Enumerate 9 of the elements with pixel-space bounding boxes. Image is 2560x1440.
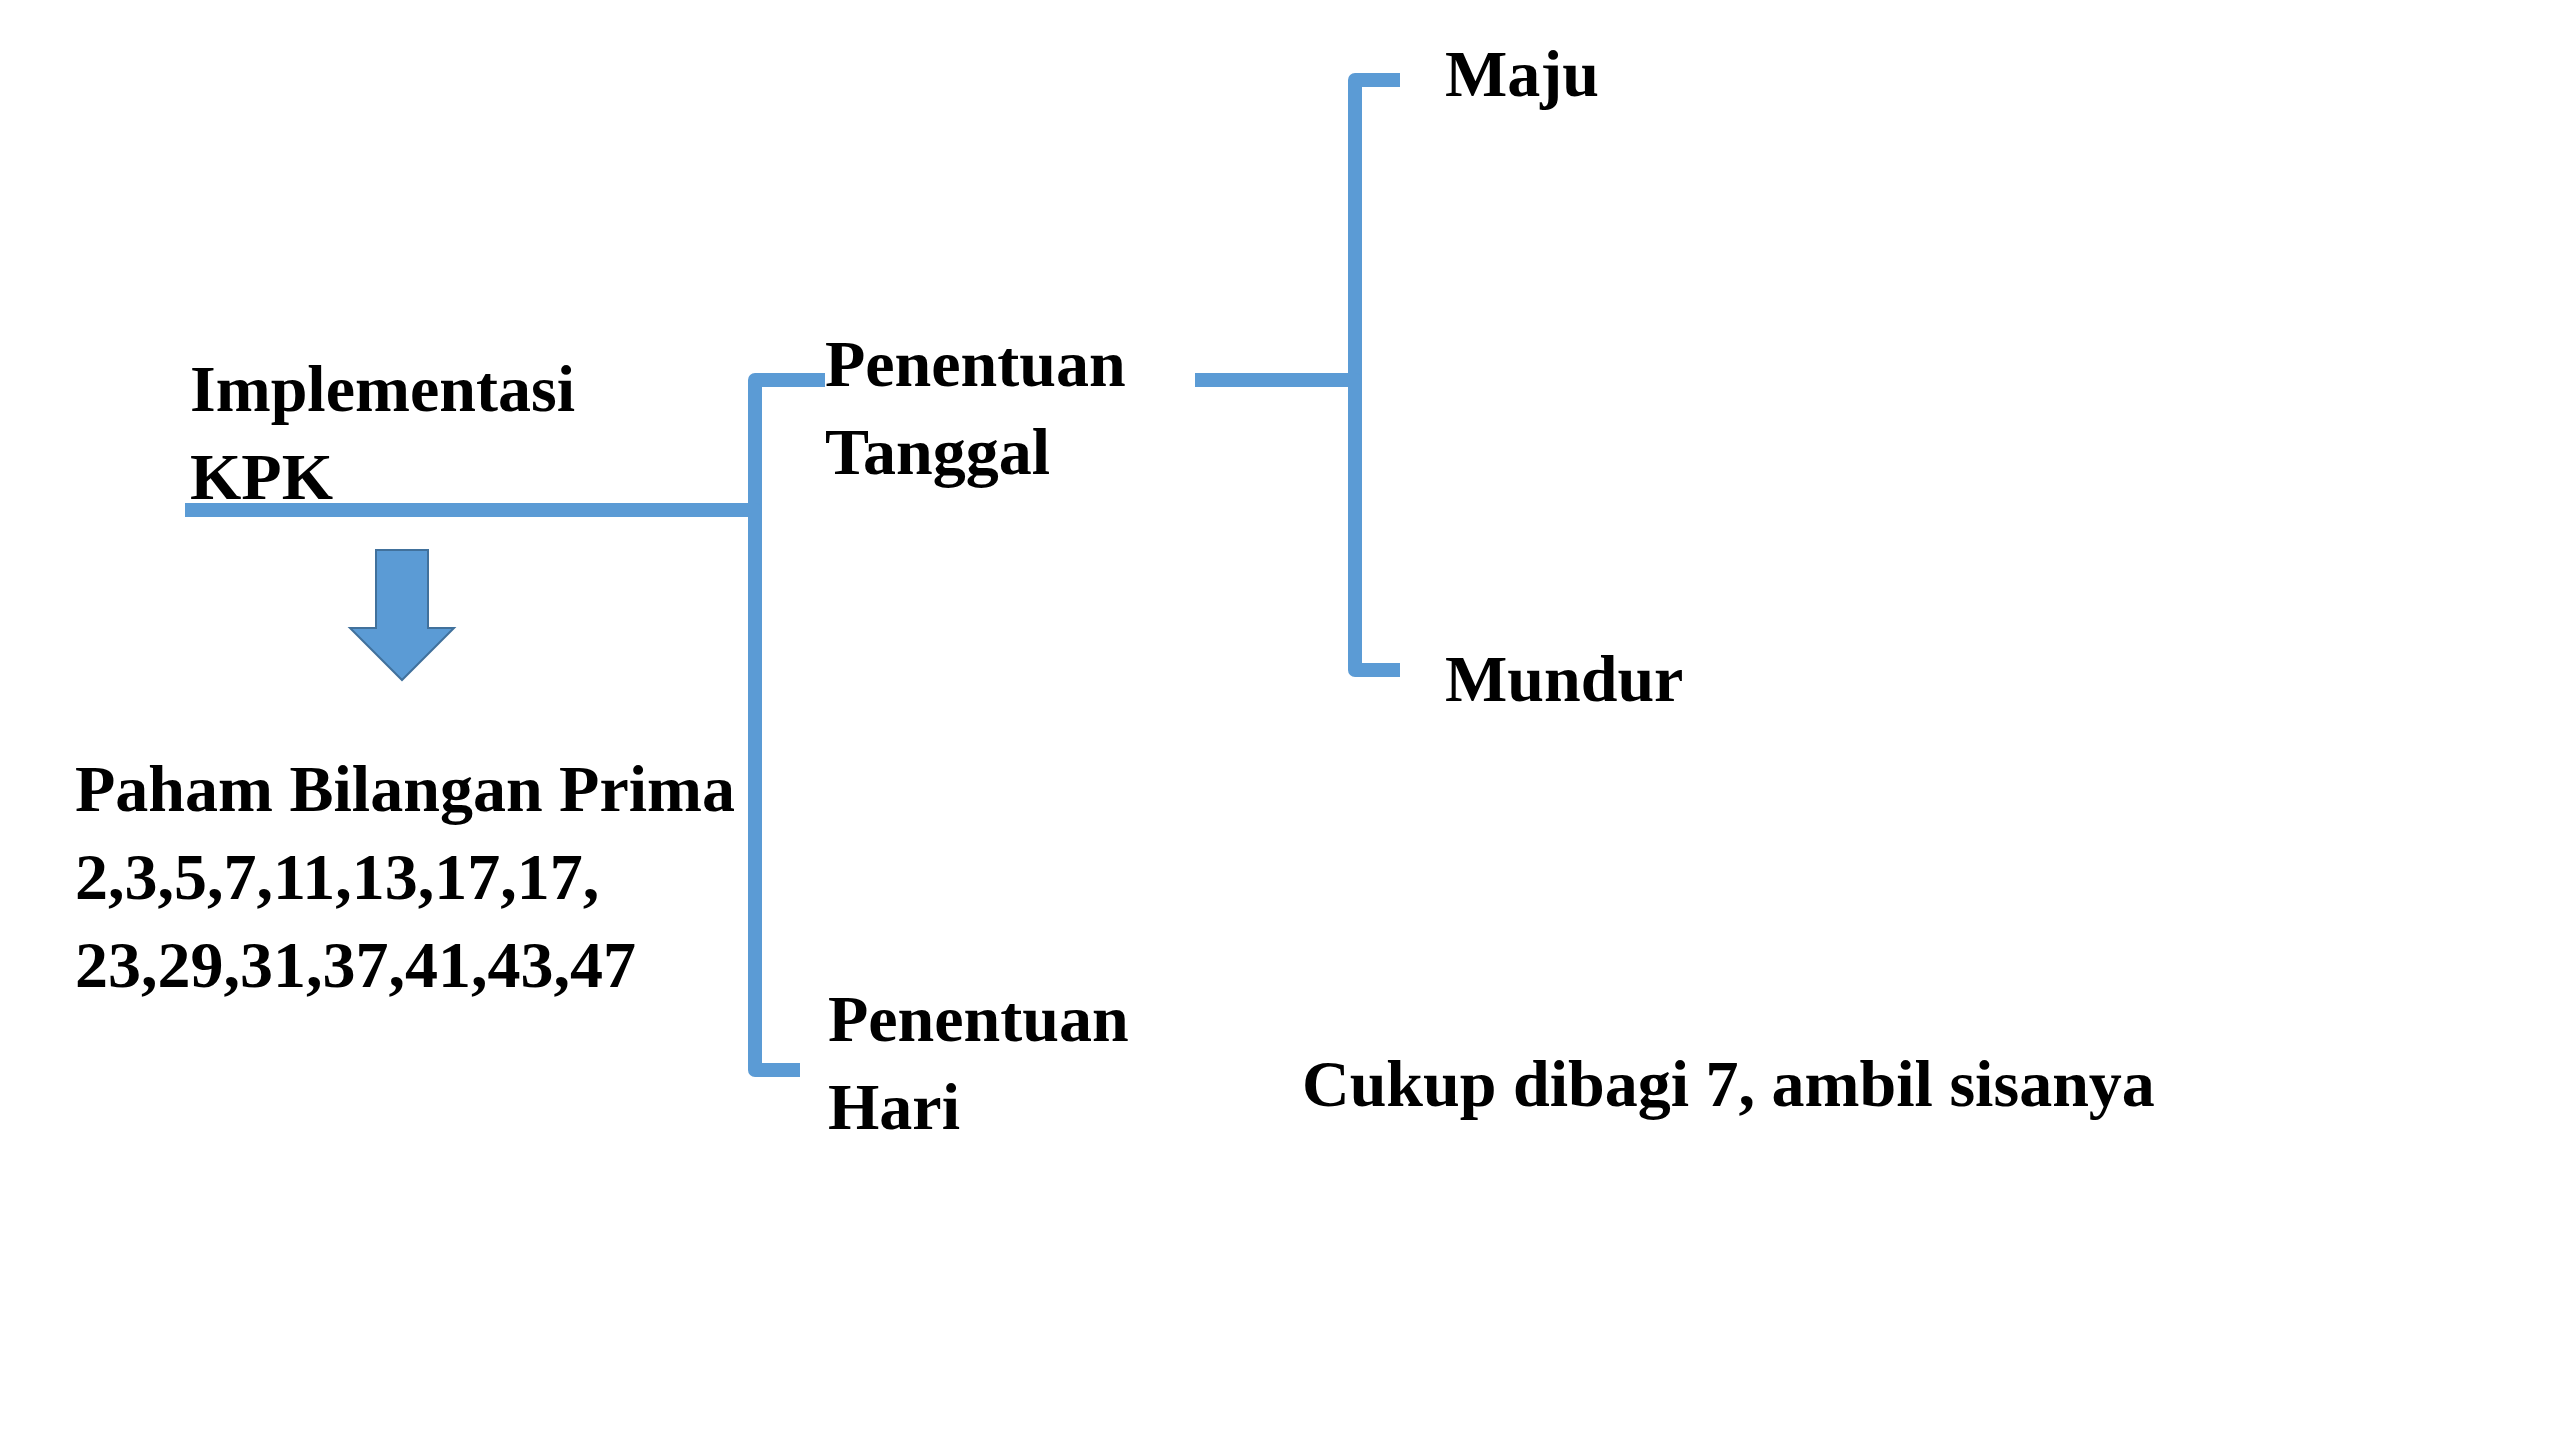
node-text: Penentuan Tanggal <box>825 326 1127 490</box>
node-text: Maju <box>1445 36 1600 112</box>
block-arrow <box>347 549 457 682</box>
node-text: Paham Bilangan Prima <box>75 751 737 827</box>
node-text: 2,3,5,7,11,13,17,17, 23,29,31,37,41,43,47 <box>75 839 637 1003</box>
node-text: Penentuan Hari <box>828 981 1130 1145</box>
node-text: Implementasi KPK <box>190 351 576 515</box>
note-text: Cukup dibagi 7, ambil sisanya <box>1302 1046 2155 1122</box>
node-text: Mundur <box>1445 641 1685 717</box>
